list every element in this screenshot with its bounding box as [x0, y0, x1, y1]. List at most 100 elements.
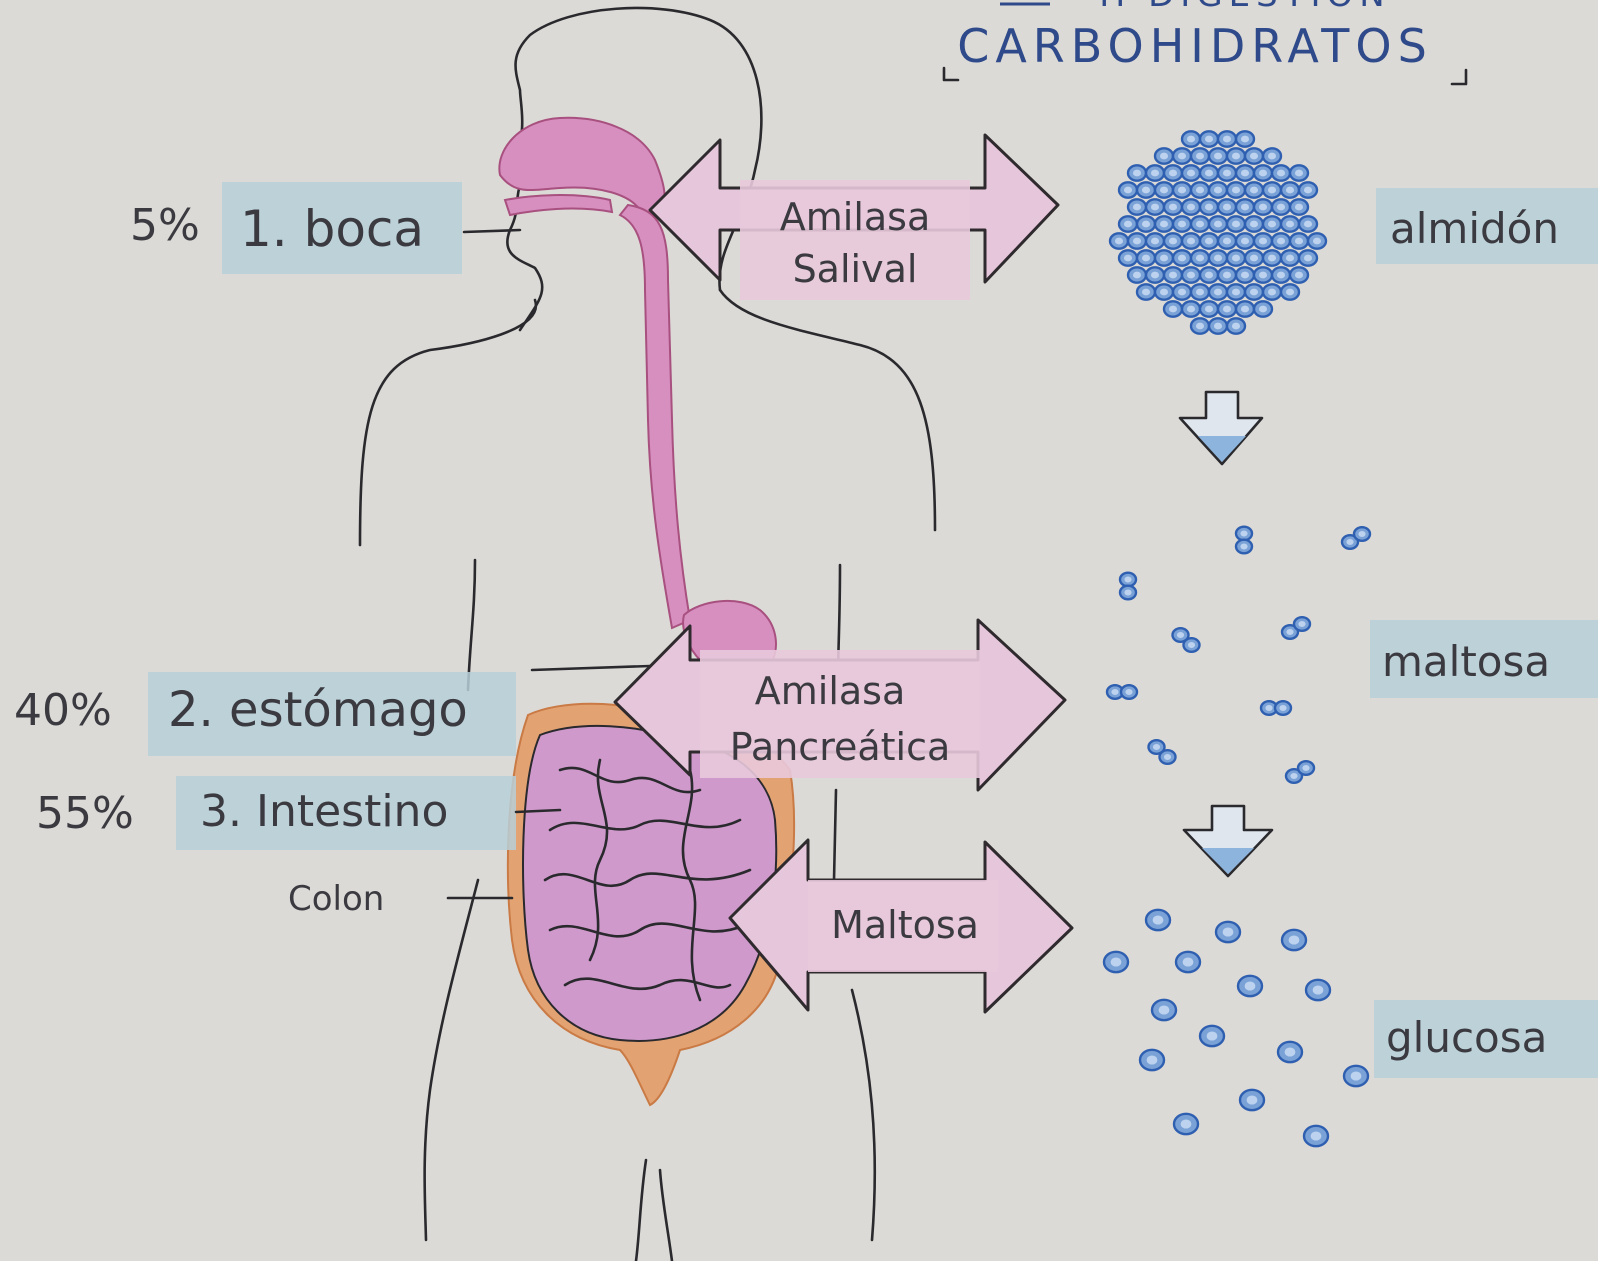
molecule-bead-center	[1289, 935, 1300, 944]
molecule-bead-center	[1196, 289, 1204, 296]
molecule-bead-center	[1241, 170, 1249, 177]
molecule-bead-center	[1205, 238, 1213, 245]
molecule-bead-center	[1187, 204, 1195, 211]
header: II DIGESTIÓN CARBOHIDRATOS	[944, 0, 1466, 84]
molecule-bead-center	[1286, 221, 1294, 228]
estomago-pointer-line	[532, 666, 650, 670]
molecule-bead-center	[1232, 221, 1240, 228]
boca-pointer-line	[464, 230, 520, 232]
molecule-bead-center	[1169, 272, 1177, 279]
molecule-bead-center	[1313, 238, 1321, 245]
molecule-bead-center	[1304, 187, 1312, 194]
enzyme-line2: Pancreática	[730, 725, 951, 769]
molecule-bead-center	[1265, 705, 1272, 711]
molecule-bead-center	[1240, 530, 1247, 536]
molecule-bead-center	[1285, 1047, 1296, 1056]
molecule-bead-center	[1159, 1005, 1170, 1014]
molecule-bead-center	[1151, 204, 1159, 211]
molecule-bead-center	[1223, 136, 1231, 143]
maltosa-label: maltosa	[1382, 637, 1550, 686]
molecule-bead-center	[1169, 306, 1177, 313]
molecule-bead-center	[1207, 1031, 1218, 1040]
molecule-bead-center	[1160, 221, 1168, 228]
molecule-bead-center	[1250, 289, 1258, 296]
molecule-bead-center	[1223, 306, 1231, 313]
molecule-bead-center	[1178, 221, 1186, 228]
molecule-bead-center	[1133, 170, 1141, 177]
header-subtitle: CARBOHIDRATOS	[957, 19, 1433, 73]
molecule-bead-center	[1259, 238, 1267, 245]
molecule-bead-center	[1187, 272, 1195, 279]
molecule-bead-center	[1153, 915, 1164, 924]
molecule-bead-center	[1115, 238, 1123, 245]
molecule-bead-center	[1240, 543, 1247, 549]
molecule-bead-center	[1142, 255, 1150, 262]
boca-label: 1. boca	[240, 200, 424, 258]
molecule-bead-center	[1277, 204, 1285, 211]
molecule-bead-center	[1205, 136, 1213, 143]
molecule-bead-center	[1169, 204, 1177, 211]
molecule-bead-center	[1247, 1095, 1258, 1104]
molecule-bead-center	[1153, 744, 1160, 750]
molecule-bead-center	[1241, 204, 1249, 211]
molecule-bead-center	[1286, 289, 1294, 296]
molecule-bead-center	[1160, 255, 1168, 262]
molecule-bead-center	[1259, 170, 1267, 177]
molecule-bead-center	[1241, 272, 1249, 279]
molecule-bead-center	[1164, 754, 1171, 760]
molecule-bead-center	[1124, 255, 1132, 262]
molecule-bead-center	[1214, 255, 1222, 262]
left-shoulder-outline	[360, 300, 536, 545]
right-shoulder-outline	[720, 290, 935, 530]
molecule-bead-center	[1277, 238, 1285, 245]
molecule-bead-center	[1351, 1071, 1362, 1080]
molecule-bead-center	[1177, 632, 1184, 638]
almidon-label: almidón	[1390, 204, 1559, 253]
molecule-bead-center	[1259, 204, 1267, 211]
left-torso-line	[468, 560, 475, 690]
leg-gap-left	[636, 1160, 646, 1261]
down-arrow-icon	[1184, 806, 1272, 876]
molecule-bead-center	[1205, 204, 1213, 211]
molecule-bead-center	[1214, 187, 1222, 194]
estomago-percent: 40%	[14, 685, 112, 736]
molecule-bead-center	[1232, 255, 1240, 262]
molecule-bead-center	[1196, 153, 1204, 160]
molecule-bead-center	[1187, 170, 1195, 177]
amilasa-salival-arrow: Amilasa Salival	[650, 135, 1058, 300]
molecule-bead-center	[1125, 689, 1132, 695]
molecule-bead-center	[1346, 539, 1353, 545]
molecule-bead-center	[1259, 272, 1267, 279]
molecule-bead-center	[1250, 221, 1258, 228]
molecule-bead-center	[1250, 255, 1258, 262]
amilasa-pancreatica-arrow: Amilasa Pancreática	[615, 620, 1065, 790]
molecule-bead-center	[1241, 136, 1249, 143]
molecule-bead-center	[1279, 705, 1286, 711]
molecule-bead-center	[1151, 272, 1159, 279]
maltosa-enzyme-arrow: Maltosa	[730, 840, 1072, 1012]
molecule-bead-center	[1268, 255, 1276, 262]
molecule-bead-center	[1241, 306, 1249, 313]
header-bracket-left	[944, 68, 958, 80]
molecule-bead-center	[1142, 187, 1150, 194]
boca-percent: 5%	[130, 200, 200, 251]
molecule-bead-center	[1160, 153, 1168, 160]
molecule-bead-center	[1298, 621, 1305, 627]
molecule-bead-center	[1214, 323, 1222, 330]
right-waist-line	[834, 790, 836, 880]
molecule-bead-center	[1124, 187, 1132, 194]
molecule-bead-center	[1223, 204, 1231, 211]
molecule-bead-center	[1147, 1055, 1158, 1064]
glucosa-label: glucosa	[1386, 1013, 1547, 1062]
molecule-bead-center	[1232, 289, 1240, 296]
molecule-bead-center	[1223, 272, 1231, 279]
molecule-bead-center	[1169, 238, 1177, 245]
molecule-bead-center	[1169, 170, 1177, 177]
molecule-bead-center	[1160, 289, 1168, 296]
molecule-bead-center	[1232, 153, 1240, 160]
molecule-bead-center	[1178, 153, 1186, 160]
molecule-bead-center	[1183, 957, 1194, 966]
molecule-bead-center	[1205, 170, 1213, 177]
enzyme-line1: Amilasa	[755, 669, 906, 713]
molecule-bead-center	[1196, 221, 1204, 228]
